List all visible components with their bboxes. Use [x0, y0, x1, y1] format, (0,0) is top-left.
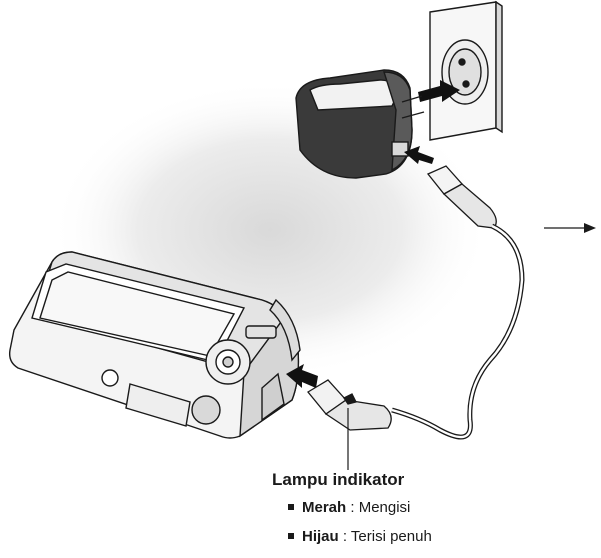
indicator-callout: Lampu indikator Merah : Mengisi Hijau : …: [272, 470, 432, 558]
legend-item-desc: Terisi penuh: [350, 528, 432, 545]
legend-item-name: Merah: [302, 499, 347, 516]
legend-item-sep: :: [346, 499, 359, 516]
indicator-title: Lampu indikator: [272, 470, 405, 489]
wall-socket: [429, 0, 503, 141]
continue-arrow: [544, 223, 596, 233]
ac-adapter: [295, 69, 425, 179]
usb-plug-bottom: [307, 379, 392, 431]
legend-item-green: Hijau : Terisi penuh: [288, 529, 432, 544]
bullet-marker: [288, 533, 294, 539]
usb-to-adapter-arrow: [404, 146, 434, 164]
legend-item-red: Merah : Mengisi: [288, 500, 432, 515]
legend-item-sep: :: [338, 528, 351, 545]
legend-item-desc: Mengisi: [358, 499, 411, 516]
legend-item-name: Hijau: [302, 528, 339, 545]
plug-in-arrow: [418, 80, 460, 102]
usb-to-camera-arrow: [286, 364, 318, 388]
digital-camera: [8, 251, 301, 439]
bullet-marker: [288, 504, 294, 510]
indicator-legend: Merah : Mengisi Hijau : Terisi penuh: [272, 500, 432, 544]
